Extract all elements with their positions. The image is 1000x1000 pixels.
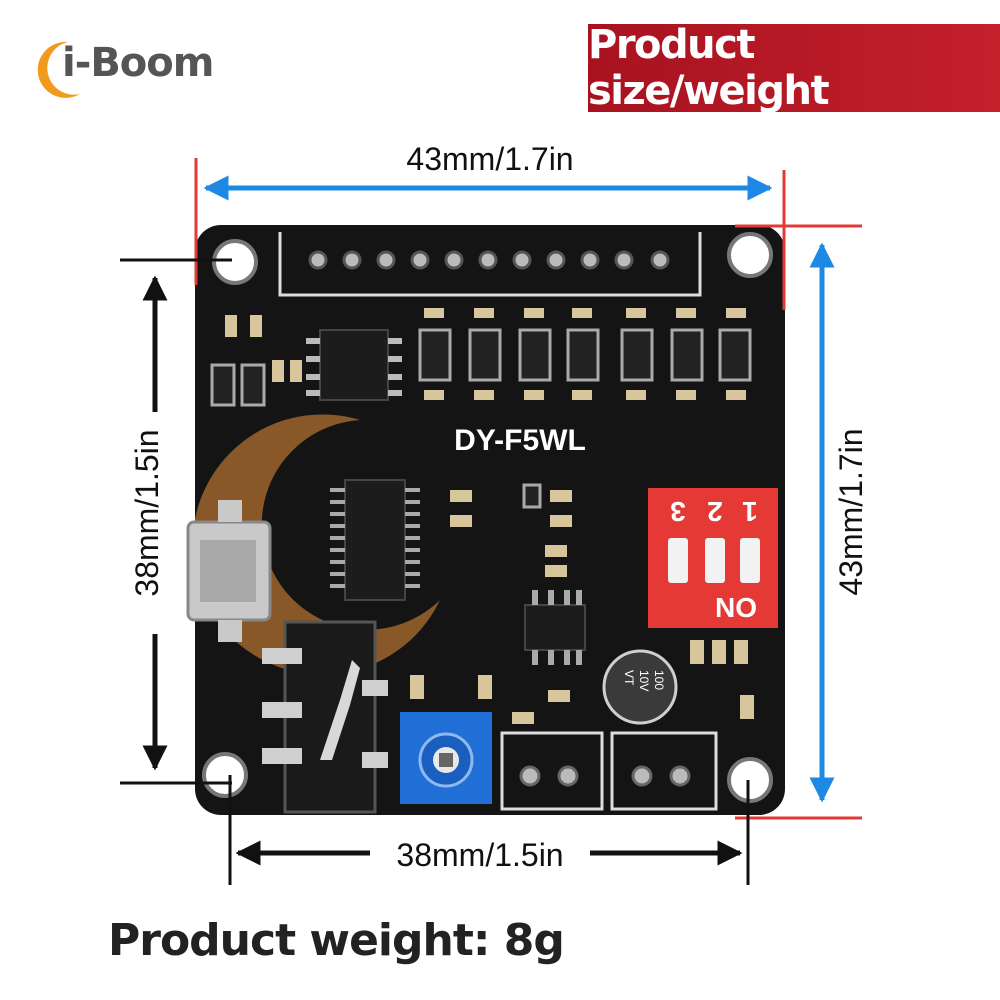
audio-jack bbox=[262, 620, 388, 814]
bottom-width-label: 38mm/1.5in bbox=[396, 837, 563, 873]
brand-name: i-Boom bbox=[62, 40, 214, 86]
dip-switch: 3 2 1 ON bbox=[648, 488, 778, 628]
capacitor: 100 10V VT bbox=[602, 649, 678, 725]
switch-number: 3 bbox=[670, 496, 686, 527]
main-ic bbox=[344, 479, 406, 601]
mounting-hole bbox=[727, 757, 773, 803]
top-width-label: 43mm/1.7in bbox=[406, 141, 573, 177]
capacitor-label: 10V bbox=[637, 670, 651, 691]
switch-on-label: ON bbox=[715, 592, 757, 623]
brand-swoosh-icon bbox=[37, 41, 80, 98]
amplifier-ic bbox=[524, 604, 586, 651]
diode-row bbox=[418, 328, 752, 382]
ic-chip bbox=[319, 329, 389, 401]
left-height-label: 38mm/1.5in bbox=[129, 429, 165, 596]
right-height-label: 43mm/1.7in bbox=[833, 428, 869, 595]
dimension-guides bbox=[194, 158, 862, 820]
switch-number: 2 bbox=[707, 496, 723, 527]
switch-number: 1 bbox=[742, 496, 758, 527]
mounting-hole bbox=[212, 239, 258, 285]
mounting-hole bbox=[727, 232, 773, 278]
title-banner: Product size/weight bbox=[588, 22, 1000, 114]
brand-logo bbox=[28, 28, 228, 108]
mounting-hole bbox=[202, 752, 248, 798]
usb-port bbox=[186, 500, 272, 642]
capacitor-label: 100 bbox=[652, 670, 666, 690]
dimension-guides-black bbox=[120, 258, 750, 885]
product-weight: Product weight: 8g bbox=[108, 915, 565, 966]
pcb-board: DY-F5WL 3 2 1 ON bbox=[186, 225, 785, 815]
header-pins bbox=[308, 250, 670, 270]
terminal-connectors bbox=[500, 731, 718, 811]
board-model-label: DY-F5WL bbox=[454, 424, 586, 457]
capacitor-label: VT bbox=[622, 670, 636, 686]
potentiometer bbox=[400, 712, 492, 804]
